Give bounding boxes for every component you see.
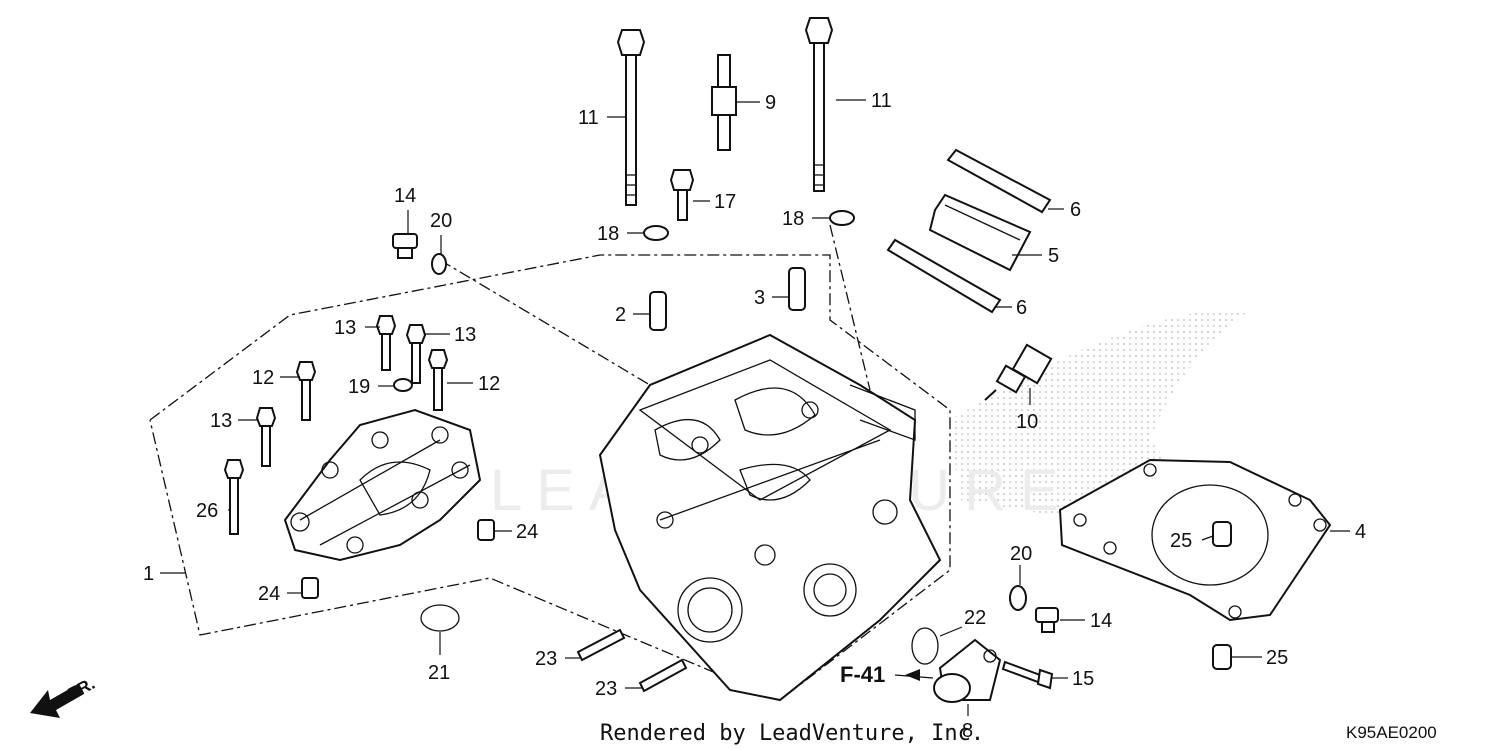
dowel-24-right[interactable] [477, 519, 495, 541]
front-direction-marker: FR. [30, 674, 98, 718]
callout-12-right: 12 [478, 373, 500, 395]
reference-f41[interactable]: F-41 [840, 662, 920, 687]
callout-19: 19 [348, 376, 370, 398]
callout-23-upper: 23 [535, 648, 557, 670]
callout-labels: 1 2 3 4 5 6 6 8 9 10 11 11 12 12 13 13 1… [143, 90, 1366, 742]
spark-plug[interactable] [711, 54, 737, 151]
callout-18-left: 18 [597, 223, 619, 245]
dowel-25-lower[interactable] [1212, 644, 1232, 670]
bolt-13-middle[interactable] [255, 407, 277, 467]
callout-6-upper: 6 [1070, 199, 1081, 221]
callout-11-left: 11 [578, 107, 599, 129]
bolt-26[interactable] [223, 459, 245, 535]
dowel-24-left[interactable] [301, 577, 319, 599]
washer-19[interactable] [393, 378, 413, 392]
callout-2: 2 [615, 304, 626, 326]
footer-credit: Rendered by LeadVenture, Inc. [600, 721, 984, 746]
callout-15: 15 [1072, 668, 1094, 690]
callout-25-upper: 25 [1170, 530, 1192, 552]
callout-20-lower: 20 [1010, 543, 1032, 565]
callout-10: 10 [1016, 411, 1038, 433]
callout-8: 8 [962, 720, 973, 742]
callout-14-lower: 14 [1090, 610, 1112, 632]
valve-guide-3[interactable] [788, 267, 806, 311]
callout-6-lower: 6 [1016, 297, 1027, 319]
bolt-13-top-right[interactable] [405, 324, 427, 384]
bolt-12-left[interactable] [295, 361, 317, 421]
diagram-code: K95AE0200 [1346, 723, 1437, 742]
temperature-sensor[interactable] [984, 343, 1053, 401]
bolt-11-left[interactable] [616, 29, 646, 206]
callout-22: 22 [964, 607, 986, 629]
washer-20-upper[interactable] [431, 253, 447, 275]
callout-14-upper: 14 [394, 185, 416, 207]
cylinder-head-gasket[interactable] [1058, 458, 1332, 622]
dowel-pin-6-upper[interactable] [946, 148, 1052, 214]
bolt-13-top-left[interactable] [375, 315, 397, 371]
dowel-pin-6-lower[interactable] [886, 238, 1002, 314]
callout-13-top-right: 13 [454, 324, 476, 346]
callout-20-upper: 20 [430, 210, 452, 232]
guide-5[interactable] [928, 193, 1032, 272]
dowel-25-upper[interactable] [1212, 521, 1232, 547]
plug-bolt-14-upper[interactable] [392, 233, 418, 259]
front-arrow-icon [30, 684, 84, 718]
callout-1: 1 [143, 563, 154, 585]
washer-18-right[interactable] [829, 210, 855, 226]
stud-23-lower[interactable] [638, 658, 688, 693]
callout-24-left: 24 [258, 583, 280, 605]
callout-25-lower: 25 [1266, 647, 1288, 669]
callout-13-middle: 13 [210, 410, 232, 432]
callout-13-top-left: 13 [334, 317, 356, 339]
washer-18-left[interactable] [643, 225, 669, 241]
callout-11-right: 11 [871, 90, 892, 112]
washer-20-lower[interactable] [1009, 585, 1027, 611]
bolt-17[interactable] [669, 169, 695, 221]
callout-21: 21 [428, 662, 450, 684]
plug-bolt-14-lower[interactable] [1035, 607, 1059, 633]
reference-label[interactable]: F-41 [840, 662, 885, 687]
callout-23-lower: 23 [595, 678, 617, 700]
callout-5: 5 [1048, 245, 1059, 267]
bolt-11-right[interactable] [804, 17, 834, 192]
callout-4: 4 [1355, 521, 1366, 543]
o-ring-21[interactable] [420, 604, 460, 632]
o-ring-22[interactable] [911, 627, 939, 665]
callout-12-left: 12 [252, 367, 274, 389]
bolt-15[interactable] [1001, 660, 1054, 690]
callout-26: 26 [196, 500, 218, 522]
leader-lines [160, 99, 1350, 716]
callout-9: 9 [765, 92, 776, 114]
camshaft-holder[interactable] [283, 408, 482, 562]
callout-3: 3 [754, 287, 765, 309]
stud-23-upper[interactable] [576, 628, 626, 662]
cylinder-head[interactable] [598, 333, 942, 702]
callout-17: 17 [714, 191, 736, 213]
valve-guide-2[interactable] [649, 291, 667, 331]
water-joint-8[interactable] [933, 638, 1002, 703]
callout-18-right: 18 [782, 208, 804, 230]
callout-24-right: 24 [516, 521, 538, 543]
assembly-outlines [149, 224, 951, 701]
bolt-12-right[interactable] [427, 349, 449, 411]
